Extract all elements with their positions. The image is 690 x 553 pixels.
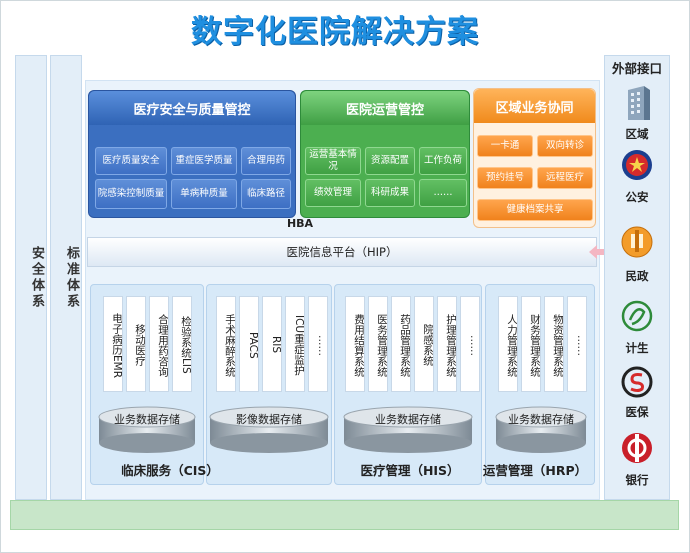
system-column: PACS xyxy=(239,296,259,392)
external-item-label: 民政 xyxy=(625,269,649,283)
medical-safety-quality-cell: 院感染控制质量 xyxy=(95,179,167,209)
foundation-bar xyxy=(10,500,679,530)
external-item-label: 公安 xyxy=(625,190,649,204)
system-column: ICU重症监护 xyxy=(285,296,305,392)
database-cylinder-icon xyxy=(495,406,587,453)
hba-label: HBA xyxy=(286,217,314,230)
bank-logo-icon xyxy=(622,433,652,463)
medical-safety-quality-cell: 合理用药 xyxy=(241,147,291,175)
database-label: 影像数据存储 xyxy=(236,413,302,426)
hrp-label: 运营管理（HRP） xyxy=(482,463,588,478)
security-system-label: 安全体系 xyxy=(29,246,44,310)
external-item-police: 公安 xyxy=(604,147,670,205)
system-column: 药品管理系统 xyxy=(391,296,411,392)
system-column: 人力管理系统 xyxy=(498,296,518,392)
medical-safety-quality-cell: 医疗质量安全 xyxy=(95,147,167,175)
external-interface-column xyxy=(604,55,670,500)
security-system-column: 安全体系 xyxy=(15,55,47,500)
system-column: 合理用药咨询 xyxy=(149,296,169,392)
external-item-civil: 民政 xyxy=(604,222,670,284)
hospital-operation-panel: 医院运营管控 运营基本情况 资源配置 工作负荷 绩效管理 科研成果 …… xyxy=(300,90,470,218)
standard-system-label: 标准体系 xyxy=(64,246,79,310)
medical-safety-quality-cell: 重症医学质量 xyxy=(171,147,237,175)
regional-collaboration-title: 区域业务协同 xyxy=(474,89,595,123)
system-column: 检验系统LIS xyxy=(172,296,192,392)
database-label: 业务数据存储 xyxy=(114,413,180,426)
external-interface-title: 外部接口 xyxy=(611,61,662,76)
external-item-label: 医保 xyxy=(625,405,649,419)
database-cylinder-icon xyxy=(343,406,473,453)
system-column: 物资管理系统 xyxy=(544,296,564,392)
system-column: 财务管理系统 xyxy=(521,296,541,392)
building-icon xyxy=(628,86,650,120)
medical-safety-quality-title: 医疗安全与质量管控 xyxy=(89,91,295,125)
family-planning-logo-icon xyxy=(621,300,653,332)
system-column: RIS xyxy=(262,296,282,392)
hospital-operation-cell: 资源配置 xyxy=(365,147,415,175)
medical-safety-quality-cell: 临床路径 xyxy=(241,179,291,209)
his-label: 医疗管理（HIS） xyxy=(360,463,460,478)
external-item-label: 银行 xyxy=(625,473,649,487)
system-column: …… xyxy=(567,296,587,392)
system-column: 院感系统 xyxy=(414,296,434,392)
regional-collaboration-cell: 健康档案共享 xyxy=(477,199,593,221)
database-label: 业务数据存储 xyxy=(375,413,441,426)
cis-label: 临床服务（CIS） xyxy=(121,463,219,478)
system-column: 移动医疗 xyxy=(126,296,146,392)
medical-insurance-logo-icon xyxy=(621,366,653,398)
external-item-medical-insurance: 医保 xyxy=(604,364,670,420)
hospital-operation-cell: 科研成果 xyxy=(365,179,415,207)
database-label: 业务数据存储 xyxy=(508,413,574,426)
system-column: …… xyxy=(308,296,328,392)
hip-platform-bar: 医院信息平台（HIP） xyxy=(87,237,597,267)
standard-system-column: 标准体系 xyxy=(50,55,82,500)
external-item-label: 区域 xyxy=(625,127,649,141)
page-title: 数字化医院解决方案 xyxy=(191,14,479,50)
hip-platform-label: 医院信息平台（HIP） xyxy=(286,245,398,259)
system-column: 手术麻醉系统 xyxy=(216,296,236,392)
external-item-label: 计生 xyxy=(625,341,649,355)
regional-collaboration-cell: 一卡通 xyxy=(477,135,533,157)
external-item-family-planning: 计生 xyxy=(604,298,670,356)
medical-safety-quality-cell: 单病种质量 xyxy=(171,179,237,209)
hospital-operation-title: 医院运营管控 xyxy=(301,91,469,125)
system-column: 费用结算系统 xyxy=(345,296,365,392)
civil-affairs-emblem-icon xyxy=(621,226,653,258)
database-cylinder-icon xyxy=(209,406,329,453)
regional-collaboration-panel: 区域业务协同 一卡通 双向转诊 预约挂号 远程医疗 健康档案共享 xyxy=(473,88,596,228)
system-column: …… xyxy=(460,296,480,392)
external-item-bank: 银行 xyxy=(604,430,670,488)
hospital-operation-cell: …… xyxy=(419,179,467,207)
hospital-operation-cell: 绩效管理 xyxy=(305,179,361,207)
hospital-operation-cell: 运营基本情况 xyxy=(305,147,361,175)
hospital-operation-cell: 工作负荷 xyxy=(419,147,467,175)
system-column: 医务管理系统 xyxy=(368,296,388,392)
system-column: 护理管理系统 xyxy=(437,296,457,392)
regional-collaboration-cell: 预约挂号 xyxy=(477,167,533,189)
external-item-region: 区域 xyxy=(604,84,670,142)
regional-collaboration-cell: 双向转诊 xyxy=(537,135,593,157)
police-badge-icon xyxy=(622,150,652,180)
database-cylinder-icon xyxy=(98,406,196,453)
medical-safety-quality-panel: 医疗安全与质量管控 医疗质量安全 重症医学质量 合理用药 院感染控制质量 单病种… xyxy=(88,90,296,218)
system-column: 电子病历EMR xyxy=(103,296,123,392)
regional-collaboration-cell: 远程医疗 xyxy=(537,167,593,189)
